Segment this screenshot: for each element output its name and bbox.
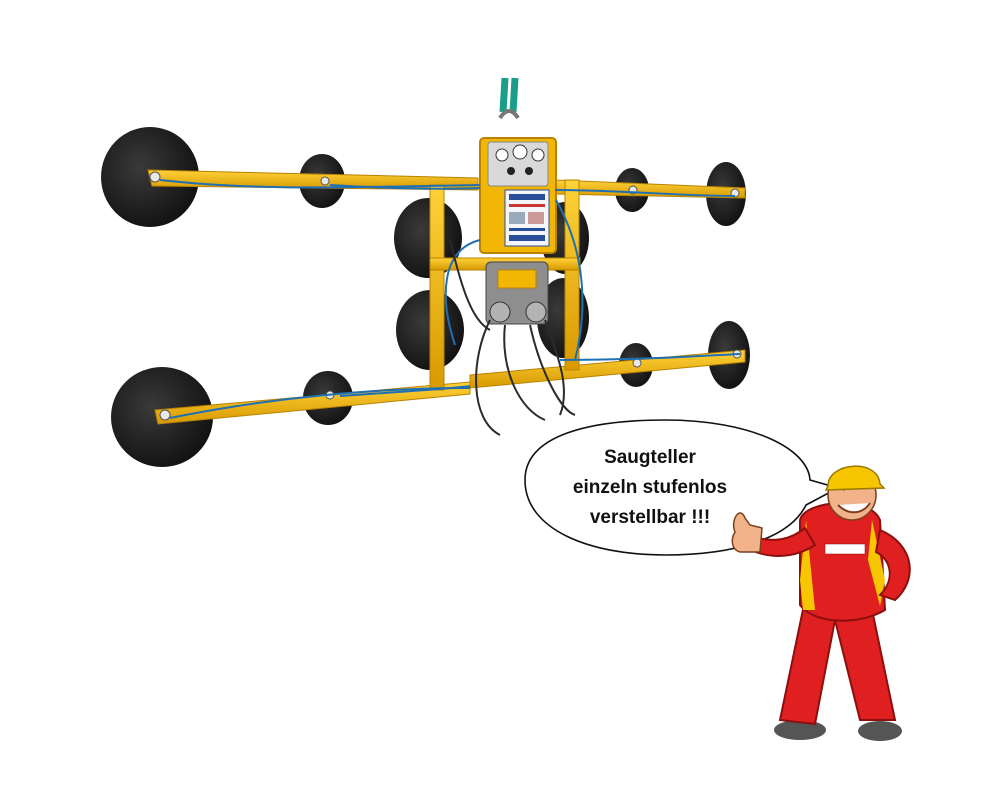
worker-shoe bbox=[774, 720, 826, 740]
thumbs-up-hand bbox=[731, 512, 763, 553]
gauge-icon bbox=[531, 148, 545, 162]
speech-bubble-text: Saugteller einzeln stufenlos verstellbar… bbox=[540, 443, 760, 533]
lifting-strap bbox=[499, 77, 519, 113]
worker-shoe bbox=[858, 721, 902, 741]
gauge-icon bbox=[512, 144, 528, 160]
hook-eye bbox=[498, 109, 520, 120]
frame-post bbox=[564, 179, 580, 371]
worker-mascot-illustration bbox=[731, 465, 911, 741]
speech-line: einzeln stufenlos bbox=[572, 477, 728, 498]
vacuum-lifter-illustration bbox=[101, 77, 750, 467]
speech-bubble bbox=[524, 419, 841, 556]
gauge-icon bbox=[495, 148, 509, 162]
frame-post bbox=[429, 184, 445, 391]
speech-line: Saugteller bbox=[604, 447, 696, 468]
hard-hat bbox=[824, 465, 886, 491]
speech-line: verstellbar !!! bbox=[589, 507, 711, 528]
